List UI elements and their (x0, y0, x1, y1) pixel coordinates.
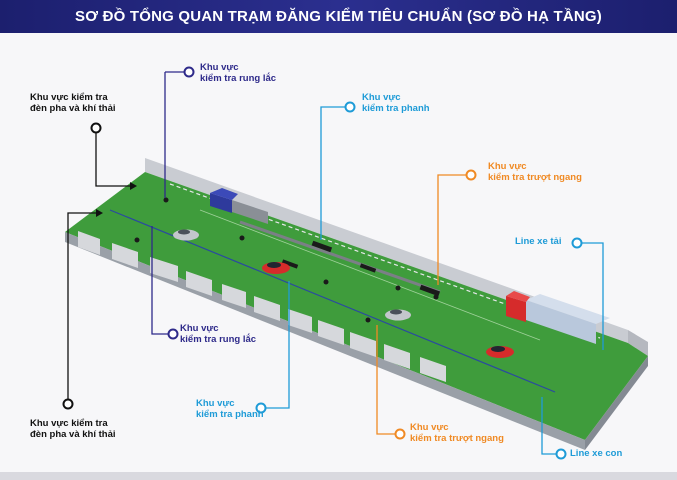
label-slip-top-line1: Khu vực (488, 161, 527, 172)
label-shake-top-line1: Khu vực (200, 62, 239, 73)
inspection-booth (150, 257, 178, 282)
callout-car-line (541, 397, 567, 460)
bottom-strip (0, 472, 677, 480)
silver-car (173, 229, 199, 241)
page-title: SƠ ĐỒ TỔNG QUAN TRẠM ĐĂNG KIỂM TIÊU CHUẨ… (75, 8, 602, 25)
callout-brake-bottom (255, 281, 290, 414)
test-pit (281, 259, 299, 269)
test-pit (359, 263, 377, 273)
inspection-booth (254, 296, 280, 321)
callout-shake-bottom (151, 226, 179, 340)
callout-truck-line (571, 237, 604, 350)
label-slip-top-line2: kiểm tra trượt ngang (488, 172, 582, 183)
inspection-booth (222, 284, 246, 308)
label-brake-bottom: Khu vực kiểm tra phanh (196, 398, 264, 420)
label-shake-bottom-line1: Khu vực (180, 323, 219, 334)
label-shake-top: Khu vực kiểm tra rung lắc (200, 62, 276, 84)
label-lights-top: Khu vực kiểm tra đèn pha và khí thải (30, 92, 116, 114)
inspection-booth (318, 320, 344, 345)
worker-figure (239, 235, 245, 241)
label-brake-top-line2: kiểm tra phanh (362, 103, 430, 114)
worker-figure (163, 197, 169, 203)
platform-right-edge (585, 356, 648, 450)
worker-figure (134, 237, 140, 243)
callout-brake-top (320, 101, 356, 240)
station-diagram (62, 66, 648, 460)
label-lights-bottom-line2: đèn pha và khí thải (30, 429, 116, 440)
label-lights-top-line2: đèn pha và khí thải (30, 103, 116, 114)
inspection-booth (420, 357, 446, 382)
red-car (486, 346, 514, 358)
label-shake-bottom-line2: kiểm tra rung lắc (180, 334, 257, 345)
label-slip-bottom-line2: kiểm tra trượt ngang (410, 433, 504, 444)
label-brake-top: Khu vực kiểm tra phanh (362, 92, 430, 114)
label-slip-top: Khu vực kiểm tra trượt ngang (488, 161, 582, 183)
callout-slip-bottom (376, 325, 406, 440)
blue-truck (210, 188, 268, 224)
platform-floor (65, 172, 648, 440)
worker-figure (365, 317, 371, 323)
inspection-booth (186, 271, 212, 296)
inspection-booth (112, 243, 138, 268)
platform-right-wall (628, 330, 648, 356)
label-slip-bottom-line1: Khu vực (410, 422, 449, 433)
station-scene (0, 33, 677, 480)
label-brake-top-line1: Khu vực (362, 92, 401, 103)
test-rail (239, 220, 441, 294)
label-shake-bottom: Khu vực kiểm tra rung lắc (180, 323, 256, 345)
callout-lights-top (90, 122, 137, 190)
inspection-booth (384, 344, 410, 369)
callout-slip-top (437, 169, 477, 285)
inspection-booth (78, 231, 100, 255)
semi-truck (506, 291, 610, 344)
label-truck-line: Line xe tải (515, 236, 562, 247)
test-pit (311, 240, 333, 253)
worker-figure (395, 285, 401, 291)
callout-shake-top (164, 66, 195, 198)
label-car-line: Line xe con (570, 448, 623, 459)
label-brake-bottom-line2: kiểm tra phanh (196, 409, 264, 420)
test-pit (419, 284, 441, 297)
label-lights-top-line1: Khu vực kiểm tra (30, 92, 108, 103)
label-brake-bottom-line1: Khu vực (196, 398, 235, 409)
label-lights-bottom-line1: Khu vực kiểm tra (30, 418, 108, 429)
inspection-booth (350, 332, 376, 357)
worker-figure (323, 279, 329, 285)
silver-car (385, 309, 411, 321)
title-bar: SƠ ĐỒ TỔNG QUAN TRẠM ĐĂNG KIỂM TIÊU CHUẨ… (0, 0, 677, 33)
label-slip-bottom: Khu vực kiểm tra trượt ngang (410, 422, 504, 444)
worker-figure (433, 294, 439, 300)
label-shake-top-line2: kiểm tra rung lắc (200, 73, 277, 84)
callout-lights-bottom (62, 209, 103, 410)
inspection-booth (288, 309, 312, 333)
label-lights-bottom: Khu vực kiểm tra đèn pha và khí thải (30, 418, 116, 440)
divider-line (199, 209, 541, 341)
red-car (262, 262, 290, 274)
